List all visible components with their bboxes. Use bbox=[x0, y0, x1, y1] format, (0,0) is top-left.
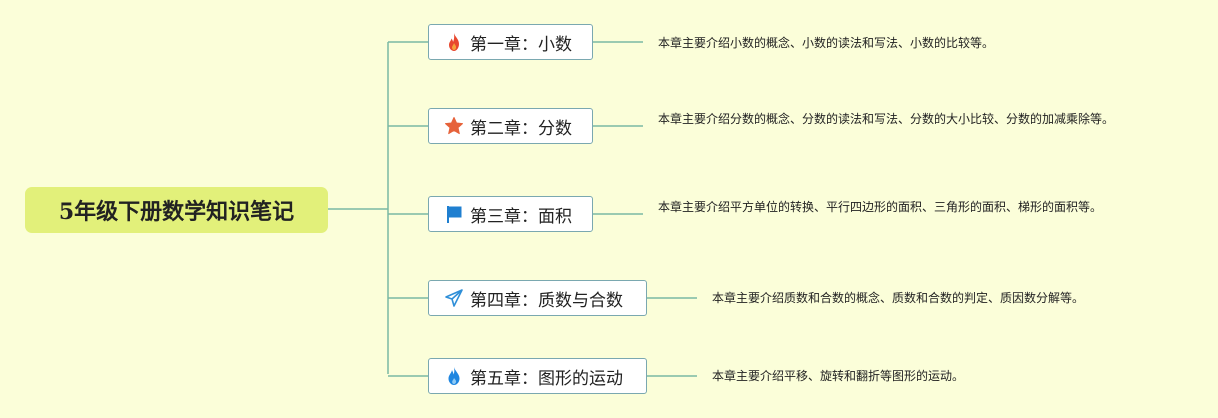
chapter-desc-2: 本章主要介绍分数的概念、分数的读法和写法、分数的大小比较、分数的加减乘除等。 bbox=[658, 112, 1115, 126]
chapter-desc-1: 本章主要介绍小数的概念、小数的读法和写法、小数的比较等。 bbox=[658, 36, 995, 50]
paper-plane-icon bbox=[443, 287, 465, 309]
star-icon bbox=[443, 115, 465, 137]
flag-icon bbox=[443, 203, 465, 225]
chapter-desc-4: 本章主要介绍质数和合数的概念、质数和合数的判定、质因数分解等。 bbox=[712, 291, 1085, 305]
chapter-title-4: 第四章：质数与合数 bbox=[470, 290, 623, 311]
chapter-title-5: 第五章：图形的运动 bbox=[470, 368, 623, 389]
chapter-title-1: 第一章：小数 bbox=[470, 34, 572, 55]
chapter-node-5[interactable]: 第五章：图形的运动 bbox=[428, 358, 647, 394]
chapter-title-3: 第三章：面积 bbox=[470, 206, 572, 227]
root-title: 5年级下册数学知识笔记 bbox=[58, 199, 295, 225]
chapter-desc-3: 本章主要介绍平方单位的转换、平行四边形的面积、三角形的面积、梯形的面积等。 bbox=[658, 200, 1103, 214]
chapter-desc-5: 本章主要介绍平移、旋转和翻折等图形的运动。 bbox=[712, 369, 965, 383]
chapter-node-4[interactable]: 第四章：质数与合数 bbox=[428, 280, 647, 316]
fire-icon bbox=[443, 31, 465, 53]
chapter-node-1[interactable]: 第一章：小数 bbox=[428, 24, 593, 60]
root-topic[interactable]: 5年级下册数学知识笔记 bbox=[25, 187, 328, 233]
chapter-node-2[interactable]: 第二章：分数 bbox=[428, 108, 593, 144]
water-drop-icon bbox=[443, 365, 465, 387]
chapter-title-2: 第二章：分数 bbox=[470, 118, 572, 139]
chapter-node-3[interactable]: 第三章：面积 bbox=[428, 196, 593, 232]
